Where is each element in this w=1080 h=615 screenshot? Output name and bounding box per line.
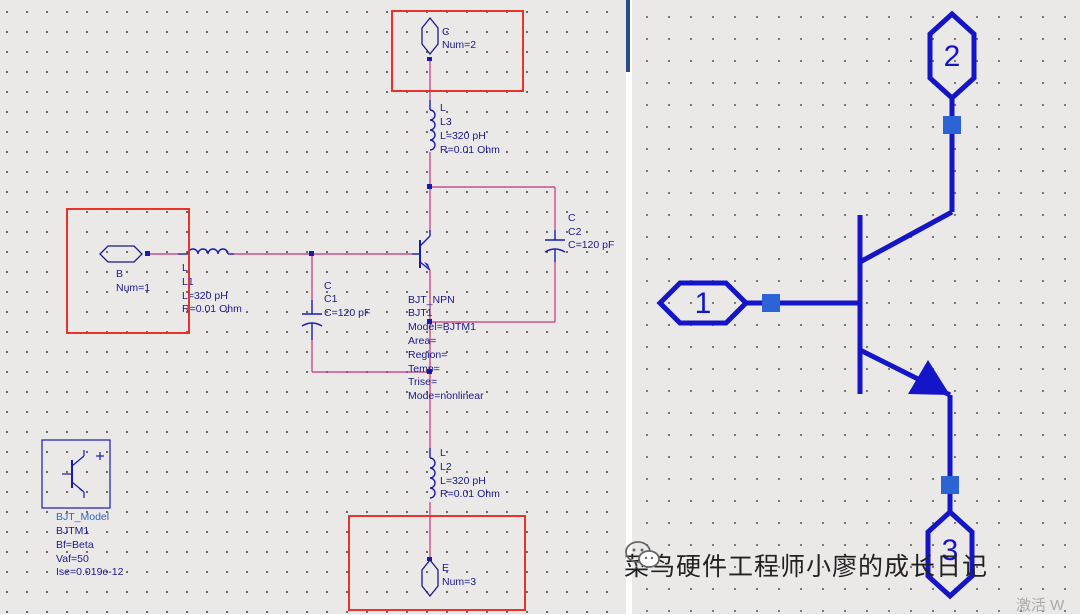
l1-type: L bbox=[182, 262, 188, 274]
highlight-port-c bbox=[391, 10, 524, 92]
c1-name: C1 bbox=[324, 293, 338, 305]
model-type: BJT_Model bbox=[56, 511, 110, 523]
watermark: 菜鸟硬件工程师小廖的成长日记 bbox=[624, 540, 988, 590]
pin1-terminal[interactable] bbox=[762, 294, 780, 312]
c2-value: C=120 pF bbox=[568, 239, 615, 251]
bjt-type: BJT_NPN bbox=[408, 294, 455, 306]
l3-value: L=320 pH bbox=[440, 130, 486, 142]
schematic-canvas[interactable]: C Num=2 B Num=1 E Num=3 L L3 L=320 pH R=… bbox=[0, 0, 626, 614]
l3-name: L3 bbox=[440, 116, 452, 128]
model-param: Bf=Beta bbox=[56, 539, 94, 551]
l3-type: L bbox=[440, 102, 446, 114]
watermark-text: 菜鸟硬件工程师小廖的成长日记 bbox=[624, 552, 989, 581]
c1-type: C bbox=[324, 280, 332, 292]
pin2-label: 2 bbox=[944, 40, 961, 73]
l2-value: L=320 pH bbox=[440, 475, 486, 487]
pin3-terminal[interactable] bbox=[941, 476, 959, 494]
schematic-wires bbox=[41, 16, 566, 598]
pin1-label: 1 bbox=[695, 287, 712, 320]
l1-name: L1 bbox=[182, 276, 194, 288]
l2-type: L bbox=[440, 447, 446, 459]
l2-name: L2 bbox=[440, 461, 452, 473]
c1-value: C=120 pF bbox=[324, 307, 371, 319]
panel-separator bbox=[626, 0, 632, 614]
c2-name: C2 bbox=[568, 226, 582, 238]
pin3-label: 3 bbox=[942, 534, 959, 567]
emitter-arrow-icon bbox=[908, 360, 950, 395]
activate-windows-text: 激活 W bbox=[1016, 597, 1065, 614]
model-param: Ise=0.019e-12 bbox=[56, 566, 124, 578]
highlight-port-b bbox=[66, 208, 190, 334]
port-e-num: Num=3 bbox=[442, 576, 477, 588]
c2-type: C bbox=[568, 212, 576, 224]
symbol-canvas[interactable]: 2 1 3 bbox=[632, 0, 1080, 614]
bjt-name: BJT1 bbox=[408, 307, 433, 319]
bjt-param: Trise= bbox=[408, 376, 438, 388]
bjt-symbol: 2 1 3 bbox=[656, 10, 977, 600]
bjt-param: Region= bbox=[408, 349, 448, 361]
bjt-param: Model=BJTM1 bbox=[408, 321, 476, 333]
bjt-param: Temp= bbox=[408, 363, 440, 375]
port-b-name: B bbox=[116, 268, 124, 280]
port-b-num: Num=1 bbox=[116, 282, 151, 294]
model-name: BJTM1 bbox=[56, 525, 90, 537]
l2-resistance: R=0.01 Ohm bbox=[440, 488, 500, 500]
wechat-icon bbox=[625, 541, 660, 568]
l1-resistance: R=0.01 Ohm bbox=[182, 303, 242, 315]
port-e-name: E bbox=[442, 562, 450, 574]
port-c-name: C bbox=[442, 26, 450, 38]
pin2-terminal[interactable] bbox=[943, 116, 961, 134]
highlight-port-e bbox=[348, 515, 526, 611]
port-c-num: Num=2 bbox=[442, 39, 477, 51]
bjt-param: Area= bbox=[408, 335, 437, 347]
model-param: Vaf=50 bbox=[56, 553, 89, 565]
l3-resistance: R=0.01 Ohm bbox=[440, 144, 500, 156]
bjt-param: Mode=nonlinear bbox=[408, 390, 484, 402]
